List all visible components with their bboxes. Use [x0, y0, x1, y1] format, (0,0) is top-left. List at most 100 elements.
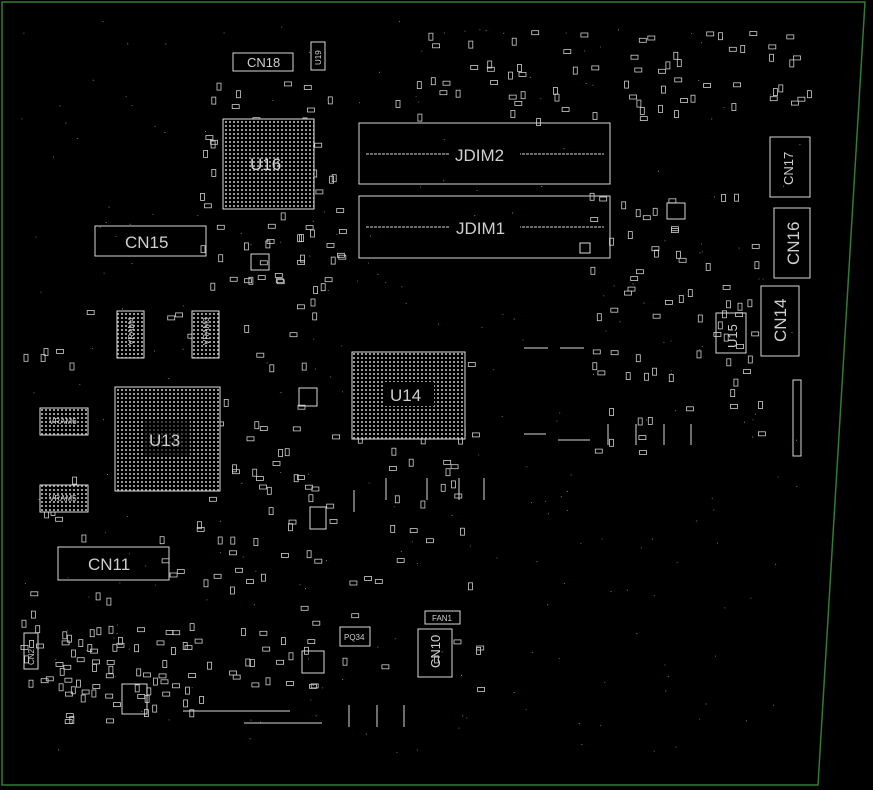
vram3-label: VRAM3	[202, 317, 211, 345]
chip-u16[interactable]: U16	[222, 118, 315, 210]
smd-pad	[592, 349, 601, 355]
u13-label: U13	[149, 431, 180, 450]
misc-outlines	[121, 202, 692, 727]
smd-pad	[374, 579, 383, 584]
via-dot	[131, 263, 133, 265]
smd-pad	[156, 640, 165, 646]
smd-pad	[276, 659, 285, 665]
smd-pad	[161, 558, 170, 564]
smd-pad	[450, 464, 459, 470]
smd-pad	[259, 484, 267, 490]
via-dot	[503, 32, 505, 34]
via-dot	[696, 520, 698, 522]
via-dot	[474, 215, 476, 217]
smd-pad	[210, 139, 218, 145]
smd-pad	[786, 34, 795, 40]
connector-cn14[interactable]: CN14	[760, 285, 800, 357]
smd-pad	[336, 252, 345, 258]
smd-pad	[308, 494, 314, 503]
chip-u19[interactable]: U19	[310, 41, 326, 71]
cn17-label: CN17	[781, 152, 796, 185]
smd-pad	[723, 333, 729, 342]
smd-pad	[81, 534, 87, 543]
via-dot	[563, 49, 565, 51]
smd-pad	[592, 112, 598, 120]
chip-vram6[interactable]: VRAM6	[39, 407, 89, 436]
smd-pad	[454, 493, 463, 499]
dimm-slot-jdim2[interactable]: JDIM2	[358, 122, 611, 185]
connector-fan1[interactable]: FAN1	[424, 610, 461, 625]
connector-cn16[interactable]: CN16	[773, 207, 811, 279]
smd-pad	[134, 644, 140, 653]
chip-vram3[interactable]: VRAM3	[191, 310, 220, 359]
smd-pad	[476, 647, 482, 655]
smd-pad	[61, 640, 70, 646]
smd-pad	[218, 254, 224, 263]
via-dot	[701, 251, 703, 253]
via-dot	[342, 391, 343, 393]
chip-vram5[interactable]: VRAM5	[39, 484, 89, 513]
smd-pad	[167, 315, 176, 321]
smd-pad	[87, 644, 93, 652]
smd-pad	[320, 283, 326, 292]
via-dot	[699, 349, 701, 351]
smd-pad	[668, 198, 677, 204]
pq34-label: PQ34	[344, 633, 365, 642]
via-dot	[584, 50, 586, 52]
via-dot	[396, 751, 398, 753]
smd-pad	[326, 242, 335, 248]
smd-pad	[229, 276, 238, 282]
via-dot	[365, 733, 367, 735]
connector-cn18[interactable]: CN18	[232, 52, 294, 72]
smd-pad	[301, 362, 307, 371]
chip-vram4[interactable]: VRAM4	[116, 310, 145, 359]
mosfet-pq34[interactable]: PQ34	[339, 626, 371, 647]
smd-pad	[652, 313, 661, 319]
smd-pad	[249, 659, 255, 667]
connector-strip	[792, 379, 802, 457]
via-dot	[119, 582, 121, 584]
connector-cn11[interactable]: CN11	[57, 546, 170, 581]
dimm-slot-jdim1[interactable]: JDIM1	[358, 195, 611, 259]
smd-pad	[265, 677, 271, 686]
smd-pad	[243, 242, 249, 251]
via-dot	[601, 538, 603, 540]
smd-pad	[245, 658, 251, 667]
chip-u15[interactable]: U15	[715, 312, 747, 354]
via-dot	[443, 180, 445, 182]
smd-pad	[278, 449, 284, 457]
chip-u14[interactable]: U14	[351, 351, 466, 440]
smd-pad	[289, 332, 298, 338]
via-dot	[125, 95, 127, 97]
via-dot	[65, 122, 67, 124]
via-dot	[309, 51, 311, 53]
smd-pad	[300, 254, 305, 263]
cn18-label: CN18	[247, 55, 280, 70]
smd-pad	[572, 66, 578, 75]
smd-pad	[280, 212, 286, 221]
smd-pad	[647, 35, 656, 41]
via-dot	[640, 547, 642, 549]
smd-pad	[313, 286, 319, 294]
smd-pad	[652, 207, 658, 216]
via-dot	[152, 213, 154, 215]
smd-pad	[64, 677, 73, 683]
via-dot	[165, 43, 167, 45]
connector-cn17[interactable]: CN17	[769, 136, 811, 198]
via-dot	[23, 32, 25, 34]
smd-pad	[705, 262, 711, 271]
via-dot	[458, 727, 460, 729]
connector-cn10[interactable]: CN10	[417, 628, 453, 678]
smd-pad	[80, 694, 86, 703]
via-dot	[437, 323, 439, 325]
connector-cn2[interactable]: CN2	[23, 632, 39, 670]
smd-pad	[152, 677, 158, 686]
smd-pad	[134, 684, 140, 693]
smd-pad	[159, 536, 165, 545]
chip-u13[interactable]: U13	[114, 386, 221, 492]
smd-pad	[309, 684, 318, 689]
cn16-label: CN16	[784, 222, 803, 265]
smd-pad	[303, 85, 312, 90]
connector-cn15[interactable]: CN15	[94, 225, 207, 257]
